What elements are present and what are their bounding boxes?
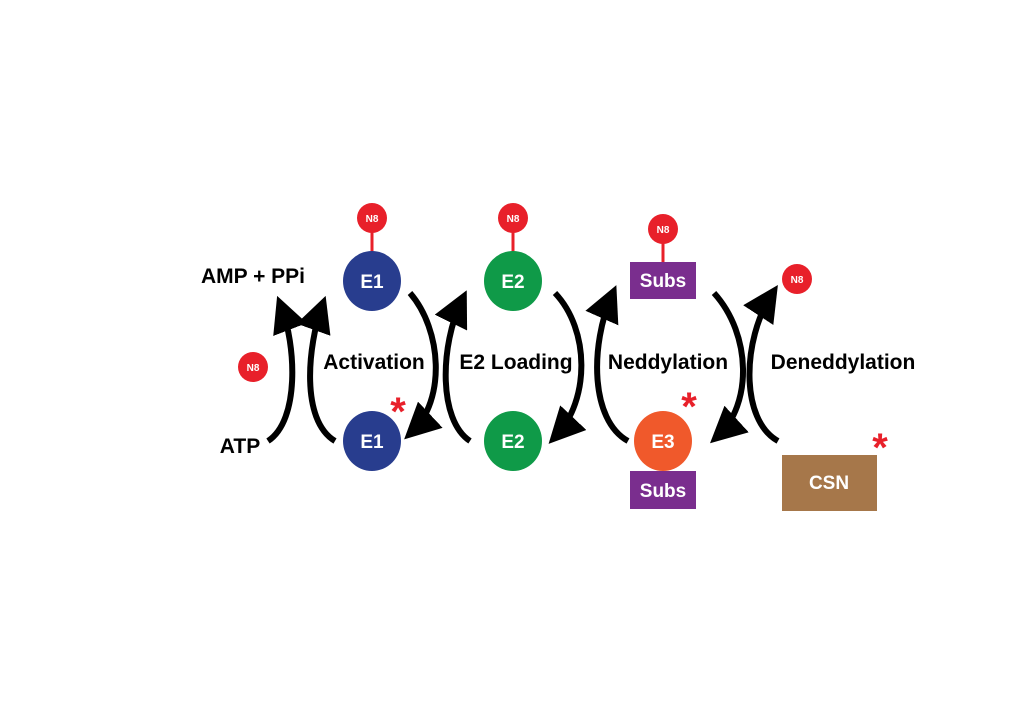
label-neddylation: Neddylation: [608, 351, 728, 374]
e2-bottom-label: E2: [501, 432, 524, 453]
arrow-deneddylation-down: [710, 290, 749, 444]
nedd8-label: N8: [366, 214, 379, 225]
label-e2-loading: E2 Loading: [459, 351, 572, 374]
subs-top-box: Subs: [630, 262, 696, 299]
subs-bottom-box: Subs: [630, 471, 696, 509]
arrow-e2-bottom-to-top: [434, 290, 472, 444]
arrows: [266, 284, 780, 444]
star-csn: *: [872, 426, 888, 470]
nedd8-atp: N8: [238, 352, 268, 382]
nedd8-e2: N8: [498, 203, 528, 233]
label-activation: Activation: [323, 351, 425, 374]
arrow-atp-to-amp: [266, 295, 307, 444]
e3-node: E3: [634, 411, 692, 471]
e1-bottom-label: E1: [360, 432, 384, 453]
nedd8-label: N8: [791, 275, 804, 286]
star-e3: *: [681, 385, 697, 429]
arrow-csn-release: [743, 284, 780, 444]
e1-top-label: E1: [360, 272, 384, 293]
label-deneddylation: Deneddylation: [771, 351, 916, 374]
label-atp: ATP: [220, 435, 260, 458]
csn-label: CSN: [809, 473, 849, 494]
e2-top-label: E2: [501, 272, 524, 293]
arrow-e3-to-subs: [585, 285, 630, 444]
arrow-e1-activation: [296, 295, 337, 444]
subs-bottom-label: Subs: [640, 481, 686, 502]
nedd8-label: N8: [247, 363, 260, 374]
e1-bottom-node: E1: [343, 411, 401, 471]
arrow-e1-top-to-bottom: [404, 291, 443, 440]
nedd8-free: N8: [782, 264, 812, 294]
e2-bottom-node: E2: [484, 411, 542, 471]
star-e1: *: [390, 390, 406, 434]
subs-top-label: Subs: [640, 271, 686, 292]
nedd8-subs: N8: [648, 214, 678, 244]
nedd8-label: N8: [657, 225, 670, 236]
csn-box: CSN: [782, 455, 877, 511]
e1-top-node: E1: [343, 251, 401, 311]
nedd8-label: N8: [507, 214, 520, 225]
stems: [370, 231, 665, 262]
nedd8-e1: N8: [357, 203, 387, 233]
e2-top-node: E2: [484, 251, 542, 311]
label-amp-ppi: AMP + PPi: [201, 265, 305, 288]
e3-label: E3: [651, 432, 674, 453]
arrow-e2-top-to-bottom: [548, 290, 587, 444]
